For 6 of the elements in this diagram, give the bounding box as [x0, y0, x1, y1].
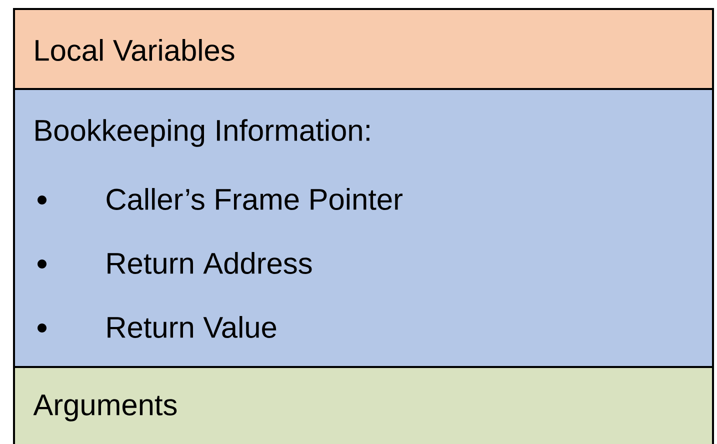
box-label: Bookkeeping Information: [36, 119, 370, 147]
box-label: Local Variables [36, 39, 234, 61]
bullet-item: Return Value [108, 316, 276, 338]
bullet-item: Return Address [108, 252, 312, 274]
box-label: Arguments [33, 394, 177, 422]
bullet-item: Caller’s Frame Pointer [106, 188, 402, 210]
